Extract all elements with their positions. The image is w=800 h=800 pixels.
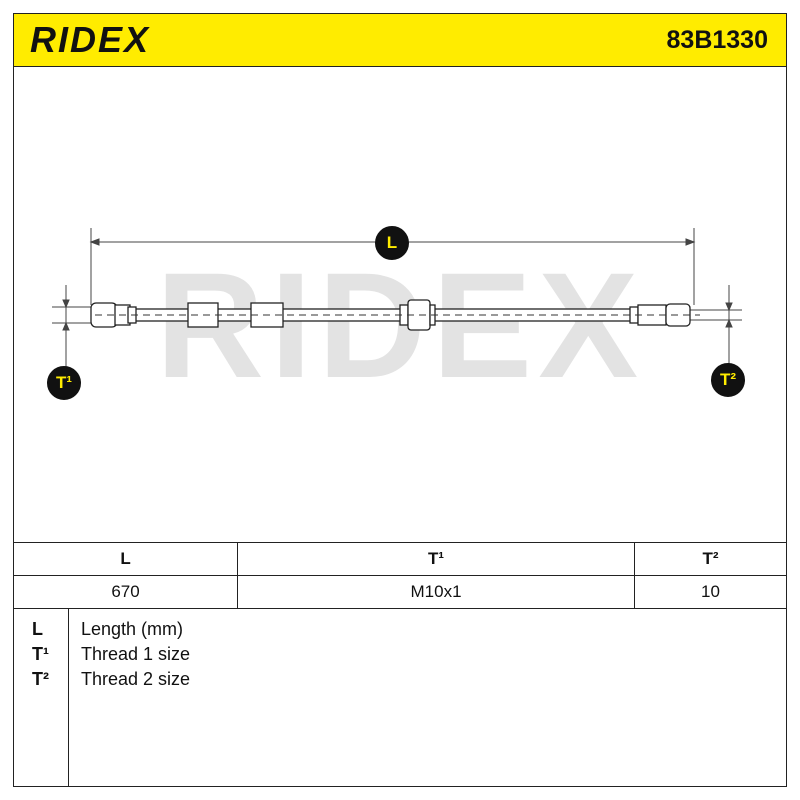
- part-number: 83B1330: [666, 26, 768, 54]
- legend-divider: [68, 609, 69, 786]
- spec-value-thread-1: M10x1: [237, 575, 635, 609]
- spec-value-row: 670 M10x1 10: [12, 575, 787, 609]
- spec-value-thread-2: 10: [634, 575, 787, 609]
- thread-2-dimension: [690, 285, 742, 368]
- thread-1-badge: T¹: [47, 366, 81, 400]
- thread-2-badge: T²: [711, 363, 745, 397]
- spec-header-thread-2: T²: [634, 542, 787, 576]
- legend-key: T¹: [32, 644, 49, 664]
- length-badge: L: [375, 226, 409, 260]
- legend-description: Thread 2 size: [81, 669, 191, 689]
- legend-box: L Length (mm) T¹ Thread 1 size T² Thread…: [13, 608, 787, 787]
- legend-description: Thread 1 size: [81, 644, 191, 664]
- spec-header-length: L: [12, 542, 239, 576]
- spec-table: L T¹ T² 670 M10x1 10: [12, 542, 787, 609]
- legend-description: Length (mm): [81, 619, 184, 639]
- spec-header-thread-1: T¹: [237, 542, 635, 576]
- spec-value-length: 670: [12, 575, 239, 609]
- legend-key: L: [32, 619, 43, 639]
- header-bar: RIDEX 83B1330: [13, 13, 787, 67]
- brand-watermark: RIDEX: [155, 241, 645, 409]
- brand-logo: RIDEX: [30, 19, 151, 60]
- spec-header-row: L T¹ T²: [12, 542, 787, 576]
- legend-key: T²: [32, 669, 49, 689]
